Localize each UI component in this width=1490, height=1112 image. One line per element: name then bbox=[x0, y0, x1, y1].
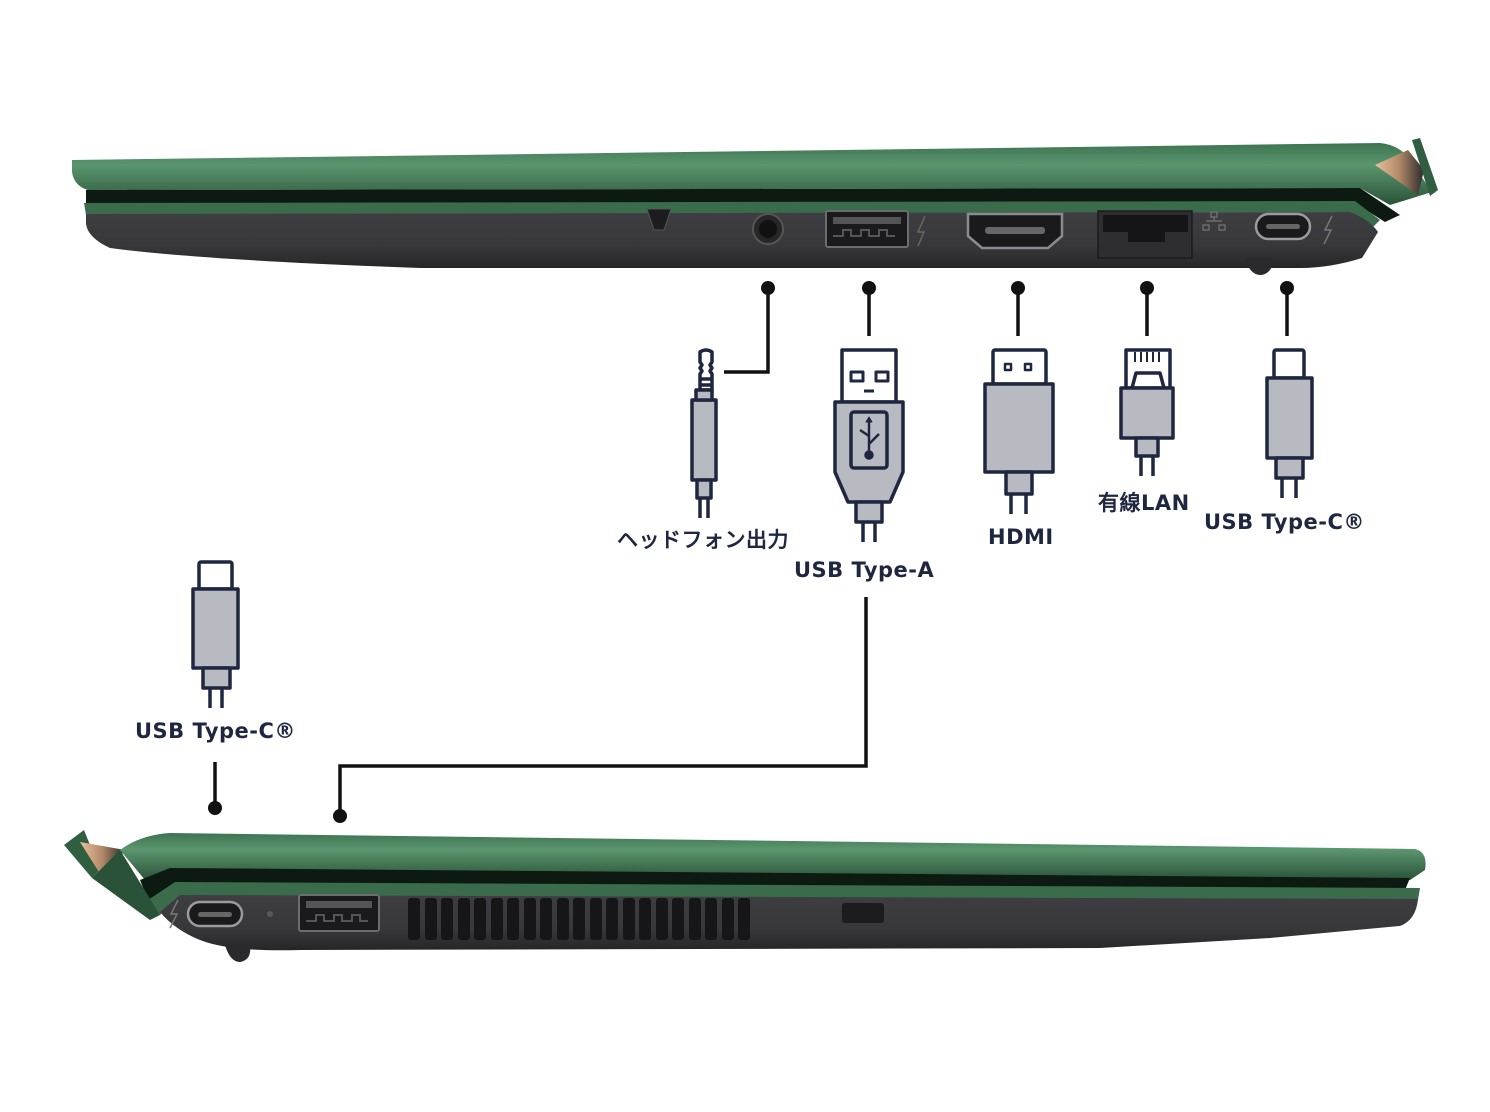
network-glyph-icon bbox=[1202, 211, 1226, 231]
laptop-right-side bbox=[72, 138, 1438, 276]
label-hdmi: HDMI bbox=[988, 525, 1054, 549]
lan-plug-icon bbox=[1119, 348, 1175, 476]
top-ports bbox=[646, 208, 1333, 259]
usb-a-plug-icon bbox=[833, 348, 905, 542]
leader-lines-bottom bbox=[213, 597, 868, 815]
security-slot-icon bbox=[842, 903, 884, 923]
led-indicator-icon bbox=[267, 911, 273, 917]
usb-c-plug-left-icon bbox=[191, 560, 240, 708]
notch-icon bbox=[646, 208, 672, 231]
label-usb-c-right: USB Type-C® bbox=[1204, 510, 1365, 534]
headphone-plug-icon bbox=[690, 348, 718, 518]
label-usb-a: USB Type-A bbox=[794, 558, 935, 582]
label-headphone: ヘッドフォン出力 bbox=[617, 528, 789, 552]
usb-c-plug-right-icon bbox=[1265, 348, 1314, 498]
laptop-left-side bbox=[64, 830, 1426, 962]
label-usb-c-left: USB Type-C® bbox=[135, 719, 296, 743]
hdmi-plug-icon bbox=[983, 348, 1055, 514]
leader-dots-top bbox=[761, 281, 1294, 295]
usb-a-port-left-icon bbox=[298, 894, 380, 932]
bottom-ports bbox=[169, 894, 884, 940]
leader-lines-top bbox=[724, 288, 1289, 374]
vent-icon bbox=[408, 898, 750, 940]
label-lan: 有線LAN bbox=[1098, 491, 1190, 515]
